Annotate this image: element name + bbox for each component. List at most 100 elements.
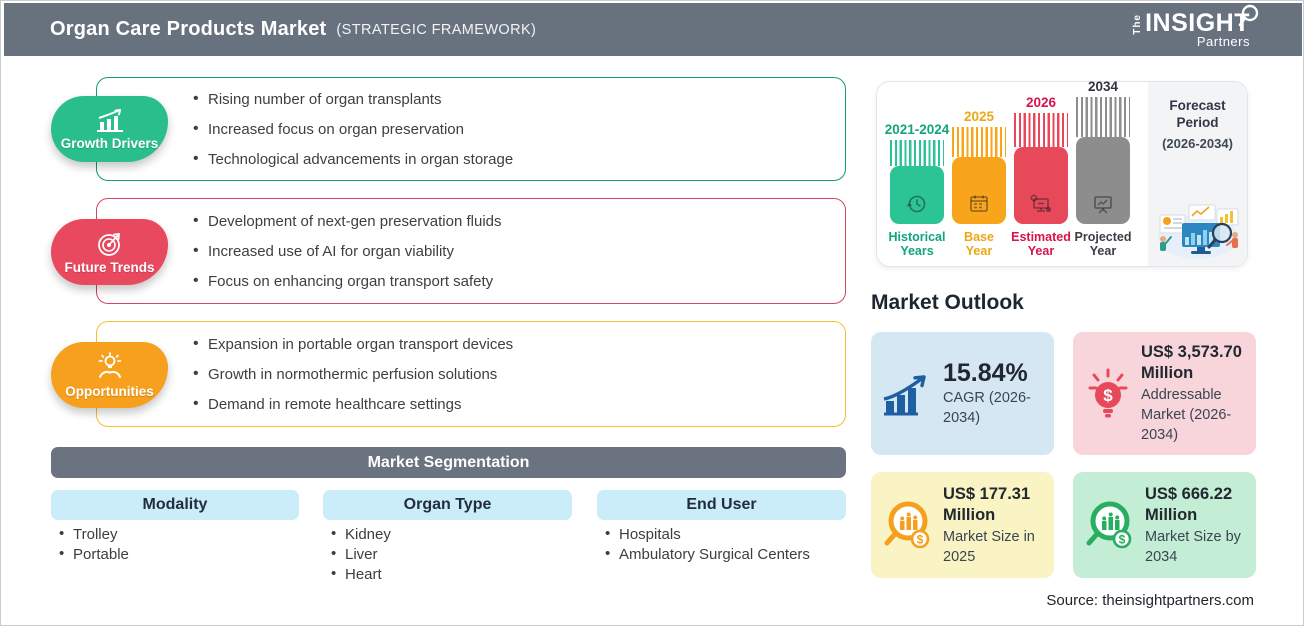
forecast-period-panel: Forecast Period (2026-2034) [1148, 82, 1247, 266]
bar-solid [890, 166, 944, 224]
timeline-bar-projected: 2034 Projected Year [1074, 79, 1132, 258]
growth-chart-icon [96, 108, 123, 132]
bar-year-label: 2026 [1025, 95, 1057, 110]
list-item: Increased use of AI for organ viability [193, 242, 829, 260]
addressable-market-desc: Addressable Market (2026-2034) [1141, 387, 1232, 443]
bar-year-label: 2021-2024 [884, 122, 950, 137]
market-segmentation-title: Market Segmentation [367, 453, 530, 471]
market-size-2025-desc: Market Size in 2025 [943, 528, 1035, 565]
badge-label: Future Trends [64, 259, 155, 275]
bar-solid [1014, 147, 1068, 224]
segmentation-header-end-user: End User [597, 490, 846, 520]
idea-hand-icon [98, 351, 121, 378]
bar-stripes [1076, 97, 1130, 137]
list-item: Focus on enhancing organ transport safet… [193, 272, 829, 290]
modality-list: Trolley Portable [59, 525, 129, 566]
segmentation-header-modality: Modality [51, 490, 299, 520]
bar-year-label: 2034 [1087, 79, 1119, 94]
svg-text:$: $ [1103, 386, 1113, 405]
market-size-2025-value: US$ 177.31 Million [943, 484, 1031, 524]
page-subtitle: (STRATEGIC FRAMEWORK) [336, 21, 537, 38]
end-user-list: Hospitals Ambulatory Surgical Centers [605, 525, 810, 566]
insight-partners-logo: The INSIGHT Partners [1132, 4, 1259, 49]
source-attribution: Source: theinsightpartners.com [1046, 592, 1254, 609]
market-segmentation-bar: Market Segmentation [51, 447, 846, 478]
cagr-growth-icon [883, 374, 926, 415]
bar-name-label: Historical Years [888, 230, 946, 258]
badge-label: Growth Drivers [60, 135, 159, 151]
market-size-2025-card: $ US$ 177.31 Million Market Size in 2025 [871, 472, 1054, 578]
cagr-desc: CAGR (2026-2034) [943, 390, 1031, 426]
growth-drivers-badge: Growth Drivers [51, 96, 168, 162]
analytics-illustration [1158, 204, 1239, 259]
svg-text:$: $ [917, 533, 924, 547]
list-item: Rising number of organ transplants [193, 90, 829, 108]
forecast-timeline-card: 2021-2024 Historical Years 2025 [876, 79, 1248, 267]
opportunities-badge: Opportunities [51, 342, 168, 408]
bar-name-label: Estimated Year [1011, 230, 1071, 258]
list-item: Trolley [59, 525, 129, 546]
market-size-2034-value: US$ 666.22 Million [1145, 484, 1233, 524]
addressable-market-card: $ US$ 3,573.70 Million Addressable Marke… [1073, 332, 1256, 455]
target-dart-icon [97, 232, 120, 256]
calendar-icon [970, 195, 988, 212]
bar-solid [1076, 137, 1130, 224]
magnifier-chart-green-icon: $ [1086, 501, 1132, 549]
timeline-bar-historical: 2021-2024 Historical Years [885, 122, 950, 258]
market-size-2034-desc: Market Size by 2034 [1145, 528, 1241, 565]
page-title: Organ Care Products Market [50, 18, 327, 40]
timeline-bars: 2021-2024 Historical Years 2025 [885, 79, 1132, 258]
forecast-period-title: Forecast Period [1169, 98, 1226, 130]
timeline-bar-base: 2025 Base Year [952, 109, 1006, 258]
logo-insight: INSIGHT [1145, 8, 1250, 37]
future-trends-list: Development of next-gen preservation flu… [97, 199, 845, 303]
cagr-value: 15.84% [943, 359, 1028, 387]
list-item: Kidney [331, 525, 391, 546]
column-header-label: Organ Type [403, 496, 492, 513]
list-item: Increased focus on organ preservation [193, 120, 829, 138]
market-outlook-title: Market Outlook [871, 291, 1024, 314]
bar-name-label: Base Year [964, 230, 994, 258]
logo-the: The [1132, 13, 1144, 35]
timeline-bar-estimated: 2026 Estimated Year [1011, 95, 1071, 258]
bar-solid [952, 157, 1006, 224]
bar-stripes [890, 140, 944, 166]
opportunities-box: Expansion in portable organ transport de… [96, 321, 846, 427]
magnifier-chart-orange-icon: $ [884, 501, 930, 549]
list-item: Ambulatory Surgical Centers [605, 545, 810, 566]
bulb-dollar-icon: $ [1088, 368, 1128, 417]
column-header-label: End User [686, 496, 757, 513]
list-item: Portable [59, 545, 129, 566]
addressable-market-value: US$ 3,573.70 Million [1141, 343, 1242, 382]
growth-drivers-list: Rising number of organ transplants Incre… [97, 78, 845, 180]
growth-drivers-box: Rising number of organ transplants Incre… [96, 77, 846, 181]
outlook-cards: 15.84% CAGR (2026-2034) $ US$ 3,573.70 M… [871, 332, 1256, 578]
logo-partners: Partners [1196, 33, 1250, 49]
list-item: Technological advancements in organ stor… [193, 150, 829, 168]
history-clock-icon [906, 195, 926, 213]
future-trends-box: Development of next-gen preservation flu… [96, 198, 846, 304]
opportunities-list: Expansion in portable organ transport de… [97, 322, 845, 426]
list-item: Demand in remote healthcare settings [193, 395, 829, 413]
magnifier-icon [1238, 4, 1259, 26]
header-bar: Organ Care Products Market (STRATEGIC FR… [4, 3, 1302, 56]
list-item: Liver [331, 545, 391, 566]
svg-text:$: $ [1119, 533, 1126, 547]
bar-stripes [952, 127, 1006, 157]
organ-type-list: Kidney Liver Heart [331, 525, 391, 586]
list-item: Hospitals [605, 525, 810, 546]
bar-stripes [1014, 113, 1068, 147]
list-item: Expansion in portable organ transport de… [193, 335, 829, 353]
list-item: Growth in normothermic perfusion solutio… [193, 365, 829, 383]
column-header-label: Modality [142, 496, 208, 513]
list-item: Development of next-gen preservation flu… [193, 212, 829, 230]
bar-year-label: 2025 [963, 109, 995, 124]
badge-label: Opportunities [65, 383, 154, 399]
forecast-period-range: (2026-2034) [1162, 136, 1233, 151]
future-trends-badge: Future Trends [51, 219, 168, 285]
segmentation-header-organ-type: Organ Type [323, 490, 572, 520]
gear-monitor-icon [1030, 194, 1052, 213]
bar-name-label: Projected Year [1074, 230, 1132, 258]
cagr-card: 15.84% CAGR (2026-2034) [871, 332, 1054, 455]
projector-screen-icon [1094, 196, 1112, 214]
